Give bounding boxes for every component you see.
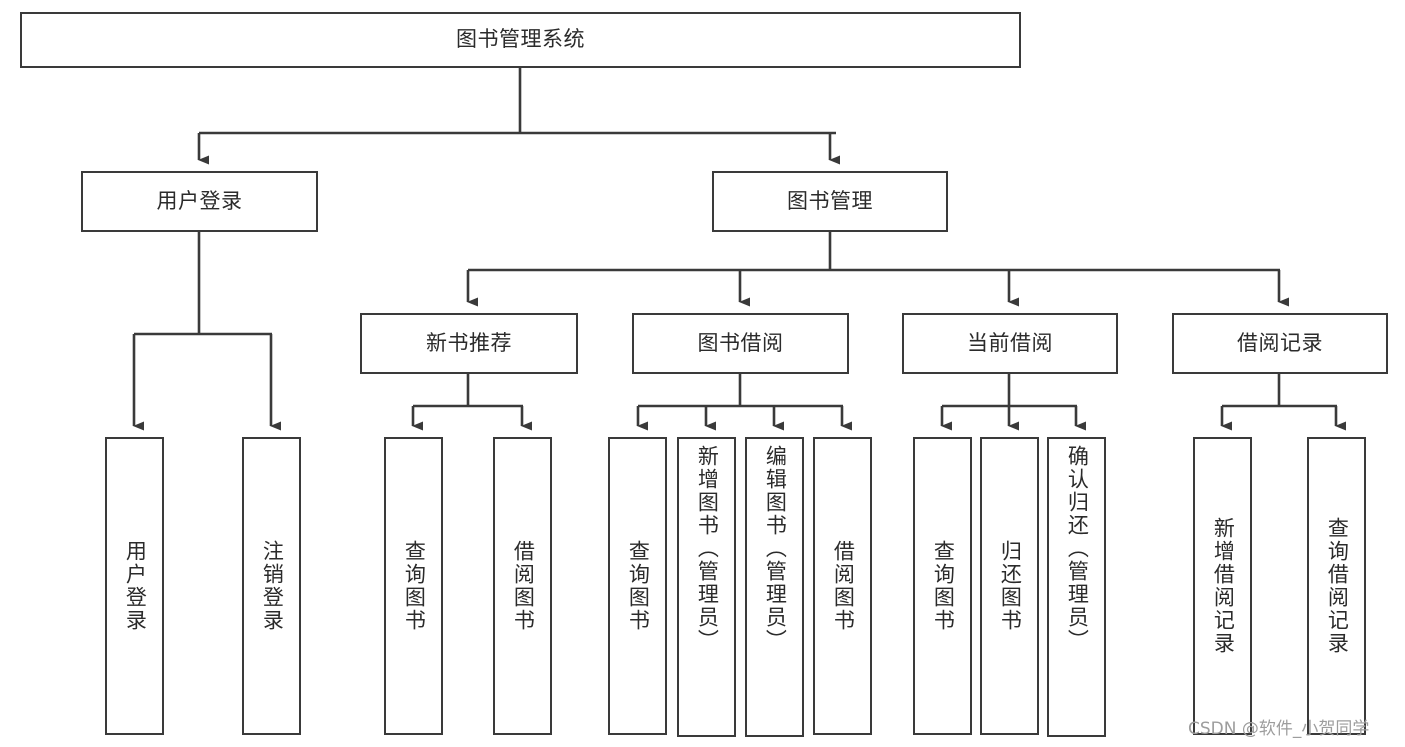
node-new-book-rec[interactable]: 新书推荐 xyxy=(360,313,578,374)
node-leaf-query-book-3-label: 查询图书 xyxy=(931,540,956,632)
node-leaf-add-book[interactable]: 新增图书（管理员） xyxy=(677,437,736,737)
node-leaf-return-book-label: 归还图书 xyxy=(998,540,1023,632)
node-leaf-confirm-return[interactable]: 确认归还（管理员） xyxy=(1047,437,1106,737)
node-new-book-rec-label: 新书推荐 xyxy=(426,330,512,355)
node-leaf-query-book-3[interactable]: 查询图书 xyxy=(913,437,972,735)
node-book-manage-label: 图书管理 xyxy=(787,188,873,213)
node-book-borrow[interactable]: 图书借阅 xyxy=(632,313,849,374)
node-leaf-query-book-2-label: 查询图书 xyxy=(626,540,651,632)
node-borrow-record[interactable]: 借阅记录 xyxy=(1172,313,1388,374)
node-root-label: 图书管理系统 xyxy=(456,27,585,52)
node-leaf-user-login[interactable]: 用户登录 xyxy=(105,437,164,735)
node-leaf-user-login-label: 用户登录 xyxy=(123,540,148,632)
node-leaf-add-record[interactable]: 新增借阅记录 xyxy=(1193,437,1252,735)
csdn-watermark: CSDN @软件_小贺同学 xyxy=(1188,719,1370,739)
node-leaf-return-book[interactable]: 归还图书 xyxy=(980,437,1039,735)
node-current-borrow[interactable]: 当前借阅 xyxy=(902,313,1118,374)
node-leaf-borrow-book-1[interactable]: 借阅图书 xyxy=(493,437,552,735)
node-borrow-record-label: 借阅记录 xyxy=(1237,330,1323,355)
node-leaf-borrow-book-1-label: 借阅图书 xyxy=(511,540,536,632)
node-leaf-logout-label: 注销登录 xyxy=(260,540,285,632)
node-leaf-add-record-label: 新增借阅记录 xyxy=(1211,517,1236,655)
node-leaf-query-record-label: 查询借阅记录 xyxy=(1325,517,1350,655)
node-leaf-borrow-book-2-label: 借阅图书 xyxy=(831,540,856,632)
node-leaf-edit-book-label: 编辑图书（管理员） xyxy=(763,445,788,652)
node-user-login[interactable]: 用户登录 xyxy=(81,171,318,232)
node-leaf-query-book-1[interactable]: 查询图书 xyxy=(384,437,443,735)
node-leaf-confirm-return-label: 确认归还（管理员） xyxy=(1065,445,1090,652)
node-current-borrow-label: 当前借阅 xyxy=(967,330,1053,355)
node-leaf-query-book-2[interactable]: 查询图书 xyxy=(608,437,667,735)
node-leaf-query-record[interactable]: 查询借阅记录 xyxy=(1307,437,1366,735)
node-leaf-borrow-book-2[interactable]: 借阅图书 xyxy=(813,437,872,735)
node-leaf-query-book-1-label: 查询图书 xyxy=(402,540,427,632)
node-book-borrow-label: 图书借阅 xyxy=(697,330,784,355)
node-root[interactable]: 图书管理系统 xyxy=(20,12,1021,68)
node-leaf-edit-book[interactable]: 编辑图书（管理员） xyxy=(745,437,804,737)
node-leaf-add-book-label: 新增图书（管理员） xyxy=(695,445,720,652)
node-leaf-logout[interactable]: 注销登录 xyxy=(242,437,301,735)
node-book-manage[interactable]: 图书管理 xyxy=(712,171,948,232)
node-user-login-label: 用户登录 xyxy=(156,188,243,213)
